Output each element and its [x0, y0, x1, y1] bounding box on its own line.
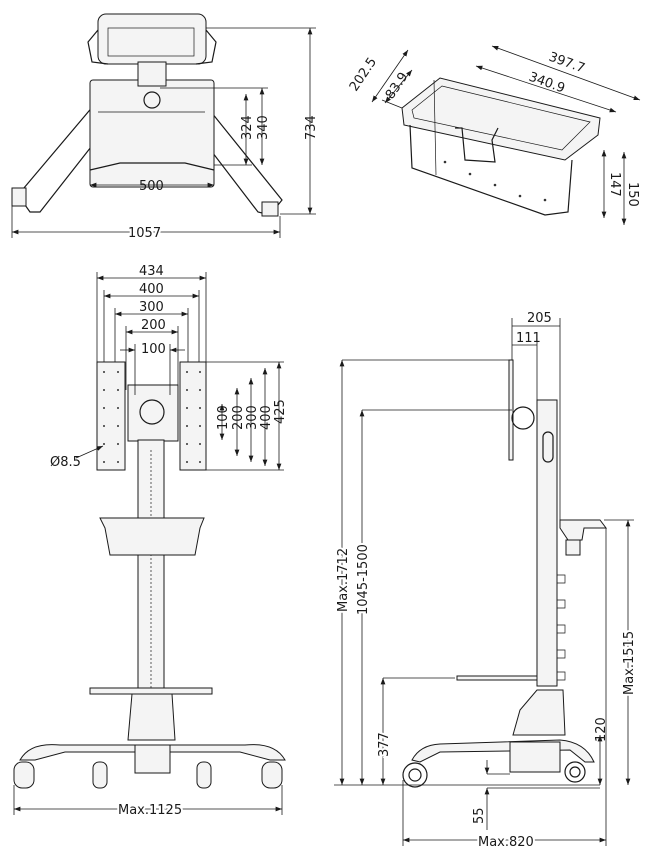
basket-side — [559, 519, 607, 556]
column-head — [137, 61, 167, 87]
rim-inner — [411, 85, 591, 151]
basket-front — [99, 517, 205, 556]
dim-vert-300: 300 — [245, 405, 260, 430]
casters — [13, 761, 283, 789]
dim-377: 377 — [377, 732, 392, 757]
dim-734: 734 — [304, 115, 319, 140]
dim-55: 55 — [472, 807, 487, 824]
hole-diameter-label: Ø8.5 — [50, 455, 81, 470]
dim-100: 100 — [141, 342, 166, 357]
dim-max-1515: Max.1515 — [622, 631, 637, 695]
basket-rim — [401, 77, 601, 161]
dim-vert-200: 200 — [231, 405, 246, 430]
dim-324: 324 — [240, 115, 255, 140]
dim-vert-100: 100 — [216, 405, 231, 430]
height-button — [542, 431, 554, 463]
shelf-edge — [89, 162, 215, 171]
pivot-disc — [139, 399, 165, 425]
dim-150: 150 — [625, 182, 640, 207]
column — [137, 439, 165, 691]
top-view: 500 324 340 734 1057 — [11, 13, 319, 243]
caster-front — [402, 762, 428, 788]
caster-right — [261, 201, 279, 217]
dim-max-820: Max.820 — [478, 835, 534, 850]
column-base — [127, 693, 176, 741]
tilt-head — [511, 406, 535, 430]
dim-340: 340 — [256, 115, 271, 140]
dim-500: 500 — [139, 179, 164, 194]
base-hub — [134, 744, 171, 774]
dim-120: 120 — [594, 717, 609, 742]
vesa-holes — [103, 371, 201, 463]
tray-inner — [107, 27, 195, 57]
dim-max-1125: Max.1125 — [118, 803, 182, 818]
basket-edge — [433, 79, 437, 176]
dim-200: 200 — [141, 318, 166, 333]
caster-left — [11, 187, 27, 207]
dim-434: 434 — [139, 264, 164, 279]
dim-147: 147 — [607, 172, 622, 197]
dim-300: 300 — [139, 300, 164, 315]
shelf-plate — [89, 79, 215, 188]
basket-view: 202.5 83.9 397.7 340.9 147 150 — [347, 45, 641, 225]
base-legs — [19, 744, 286, 761]
column-base-side — [512, 689, 566, 736]
cable-clips — [557, 574, 566, 681]
base-hub-side — [509, 741, 561, 773]
column-side — [536, 399, 558, 687]
tray-left-wing — [87, 29, 109, 65]
handle-tray — [97, 13, 207, 65]
vesa-arm-right — [179, 361, 207, 471]
dim-max-1712: Max.1712 — [336, 548, 351, 612]
keyboard-shelf-side — [456, 675, 538, 681]
mount-bracket — [455, 127, 499, 163]
caster-rear-hub — [569, 766, 581, 778]
dim-1057: 1057 — [128, 226, 161, 241]
dim-83-9: 83.9 — [383, 70, 412, 102]
dim-1045-1500: 1045-1500 — [356, 544, 371, 615]
dim-205: 205 — [527, 311, 552, 326]
front-view: 434 400 300 200 100 100 200 300 400 425 … — [13, 264, 288, 820]
basket-body — [409, 124, 573, 216]
dim-vert-425: 425 — [273, 399, 288, 424]
vesa-arm-left — [96, 361, 126, 471]
tray-right-wing — [195, 29, 217, 65]
side-view: 205 111 Max.1712 1045-1500 377 Max.1515 … — [334, 311, 639, 852]
dim-202-5: 202.5 — [347, 55, 380, 94]
dim-400: 400 — [139, 282, 164, 297]
mount-pivot — [143, 91, 161, 109]
dim-111: 111 — [516, 331, 541, 346]
dim-vert-400: 400 — [259, 405, 274, 430]
dim-397-7: 397.7 — [547, 50, 587, 77]
caster-rear — [564, 761, 586, 783]
vesa-plate — [127, 384, 179, 442]
dim-340-9: 340.9 — [527, 70, 567, 97]
keyboard-shelf — [89, 687, 213, 695]
drain-holes — [443, 160, 547, 202]
base-side — [411, 739, 595, 763]
caster-front-hub — [408, 768, 422, 782]
